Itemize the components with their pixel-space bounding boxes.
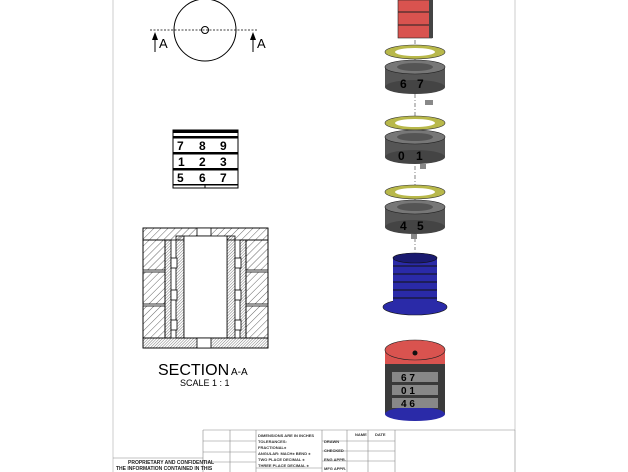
ring-digit: 6 [400,77,407,91]
section-view [142,227,269,349]
front-digit: 5 [177,171,184,185]
assembly-digits: 4 6 [401,399,415,410]
ring-digit: 4 [400,219,407,233]
dims-note: ANGULAR: MACH± BEND ± [258,451,311,456]
front-view: 7 8 9 1 2 3 5 6 7 [172,129,239,189]
svg-text:5: 5 [177,171,184,185]
ring-digit: 1 [416,149,423,163]
ring-digit: 0 [398,149,405,163]
section-label-right: A [257,36,266,51]
title-block [113,429,516,472]
svg-text:8: 8 [199,139,206,153]
role-checked: CHECKED [324,448,344,453]
pin [420,164,426,169]
svg-text:1: 1 [178,155,185,169]
front-digit: 6 [199,171,206,185]
dims-note: FRACTIONAL± [258,445,287,450]
name-header: NAME [355,432,367,437]
ring-set-3: 4 5 [384,184,446,239]
front-digit: 1 [178,155,185,169]
section-id: A-A [231,367,248,378]
role-mfg-appr: MFG APPR. [324,466,346,471]
front-digit: 2 [199,155,206,169]
svg-text:7: 7 [177,139,184,153]
svg-text:9: 9 [220,139,227,153]
top-view: A A [150,0,266,62]
dims-note: TOLERANCES: [258,439,287,444]
pin [425,100,433,105]
section-title: SECTION [158,362,229,379]
dims-note: DIMENSIONS ARE IN INCHES [258,433,314,438]
svg-text:7: 7 [220,171,227,185]
ring-set-1: 6 7 [384,44,446,105]
ring-set-2: 0 1 [384,115,446,169]
front-digit: 7 [177,139,184,153]
info-label: THE INFORMATION CONTAINED IN THIS [116,466,213,472]
assembly-digits: 0 1 [401,386,415,397]
assembled-lock: 6 7 0 1 4 6 [384,339,446,421]
date-header: DATE [375,432,386,437]
dims-note: THREE PLACE DECIMAL ± [258,463,310,468]
exploded-view: 6 7 0 1 4 5 [382,0,448,421]
role-eng-appr: ENG APPR. [324,457,346,462]
front-digit: 3 [220,155,227,169]
pin [411,234,417,239]
role-drawn: DRAWN [324,439,339,444]
dims-note: TWO PLACE DECIMAL ± [258,457,305,462]
section-scale: SCALE 1 : 1 [180,378,230,388]
svg-text:2: 2 [199,155,206,169]
front-digit: 9 [220,139,227,153]
svg-text:6: 6 [199,171,206,185]
section-label-left: A [159,36,168,51]
blue-core [382,252,448,316]
ring-digit: 5 [417,219,424,233]
front-digit: 8 [199,139,206,153]
proprietary-label: PROPRIETARY AND CONFIDENTIAL [128,460,214,466]
assembly-digits: 6 7 [401,373,415,384]
red-cylinder [397,0,433,39]
front-digit: 7 [220,171,227,185]
svg-text:3: 3 [220,155,227,169]
ring-digit: 7 [417,77,424,91]
